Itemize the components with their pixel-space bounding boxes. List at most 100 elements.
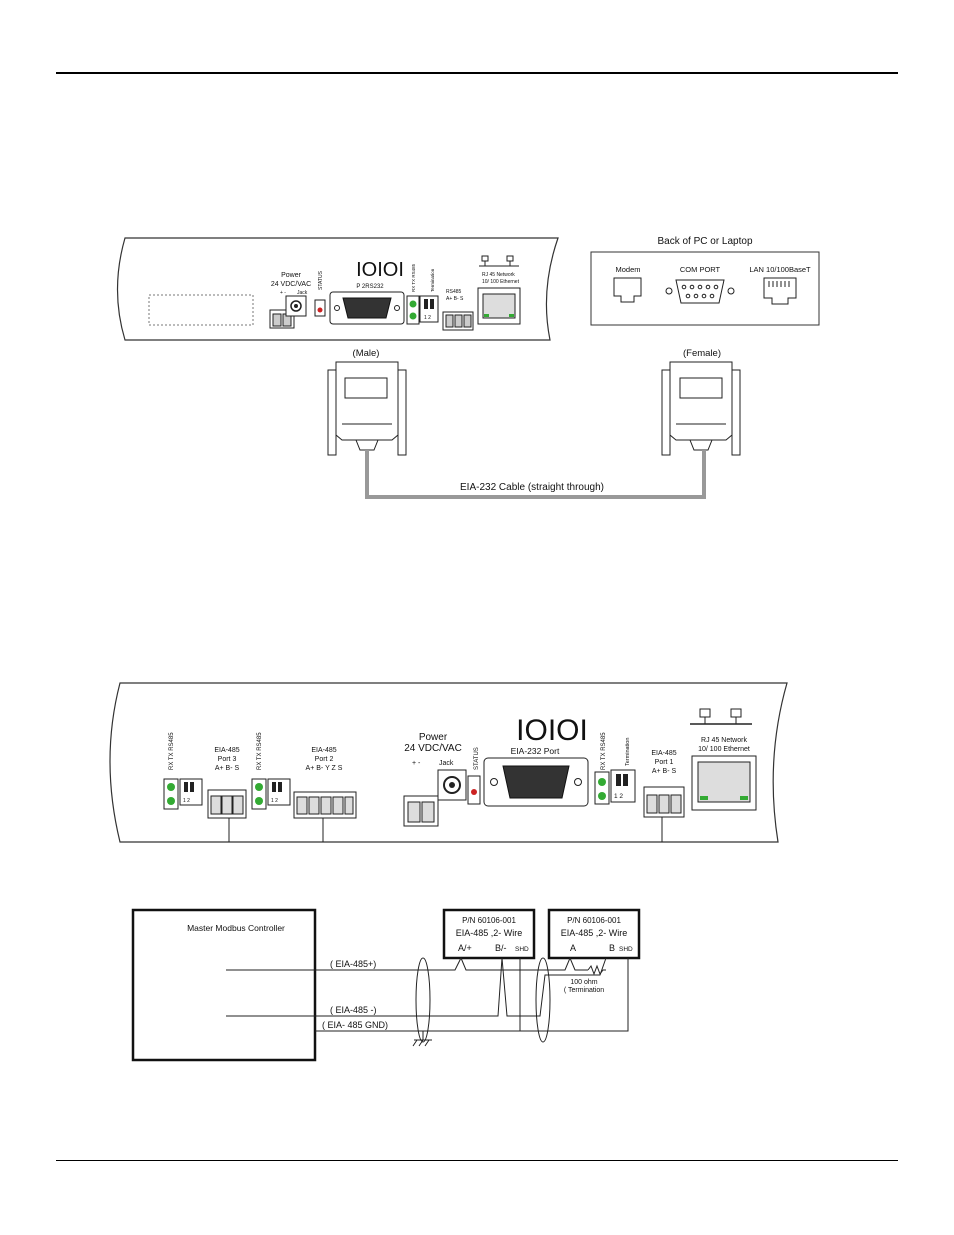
female-label: (Female)	[683, 348, 721, 359]
power-jack-pin	[294, 304, 298, 308]
network-icon-2	[690, 708, 752, 725]
node1-box	[442, 908, 536, 960]
jack-label: Jack	[297, 290, 308, 296]
port3-title: EIA-485	[214, 747, 239, 754]
status-label-2: STATUS	[474, 747, 480, 770]
power-voltage-label: 24 VDC/VAC	[271, 281, 311, 288]
rxtx-label-3: RX TX RS485	[601, 732, 607, 770]
port-logo-2: IOIOI	[516, 714, 588, 747]
power-pins-label-2: + -	[412, 760, 421, 767]
power-terminal-slot-1	[272, 313, 282, 327]
rxtx-label-2: RX TX RS485	[257, 732, 263, 770]
rj45-2-led-right	[740, 796, 748, 800]
lan-port	[763, 277, 797, 305]
rj45-led-right	[509, 314, 514, 317]
rj45-led-left	[484, 314, 489, 317]
line-plus-label: ( EIA-485+)	[330, 959, 376, 969]
diagram-modbus-wiring: Master Modbus Controller P/N 60106-001 E…	[131, 908, 641, 1062]
node2-box	[547, 908, 641, 960]
node1-terminal-shd: SHD	[515, 946, 529, 953]
female-db9-connector	[661, 361, 741, 456]
cable-label: EIA-232 Cable (straight through)	[460, 482, 604, 493]
pc-title: Back of PC or Laptop	[657, 236, 752, 247]
rx-led-3	[598, 778, 606, 786]
port2-port: Port 2	[315, 756, 334, 763]
power-voltage-label-2: 24 VDC/VAC	[404, 743, 462, 754]
port2-slot-3	[320, 796, 332, 815]
status-led-2	[471, 789, 477, 795]
modem-port	[613, 277, 642, 303]
node2-terminal-b: B	[609, 943, 615, 953]
dip-3-numbers: 1 2	[614, 793, 623, 800]
dip-toggle-2	[430, 299, 434, 309]
tx-led-1	[167, 797, 175, 805]
port2-title: EIA-485	[311, 747, 336, 754]
rj45-2-socket	[697, 761, 751, 803]
power-jack-hole	[290, 300, 302, 312]
status-label: STATUS	[318, 270, 324, 290]
rx-led-2	[255, 783, 263, 791]
port1-title: EIA-485	[651, 750, 676, 757]
bus-wires	[226, 956, 629, 1047]
network-icon	[479, 255, 519, 267]
male-db9-connector	[327, 361, 407, 456]
resistor-termination-label: ( Termination	[564, 987, 604, 994]
port1-slot-1	[646, 794, 658, 814]
node1-terminal-b: B/-	[495, 943, 507, 953]
port1-slot-3	[670, 794, 682, 814]
rxtx-label: RX TX RS485	[411, 263, 416, 292]
port3-slot-1	[210, 795, 222, 815]
device-panel-outline-2	[109, 682, 788, 843]
tx-led-2	[255, 797, 263, 805]
modem-label: Modem	[615, 265, 640, 274]
port2-pins: A+ B- Y Z S	[306, 765, 343, 772]
db9-screw-right	[394, 305, 400, 311]
node2-terminal-a: A	[570, 943, 576, 953]
dip-1-numbers: 1 2	[183, 798, 190, 804]
rs485-pins-label: A+ B- S	[446, 296, 464, 302]
port-logo: IOIOI	[356, 259, 404, 281]
resistor-value-label: 100 ohm	[570, 979, 597, 986]
master-controller-box	[131, 908, 317, 1062]
rx-led	[409, 300, 417, 308]
com-port-label: COM PORT	[680, 265, 721, 274]
dip-1-toggle-1	[184, 782, 188, 792]
rs485-slot-1	[445, 314, 454, 328]
rs485-label: RS485	[446, 289, 462, 295]
jack-label-2: Jack	[439, 760, 454, 767]
rx-led-1	[167, 783, 175, 791]
port2-slot-2	[308, 796, 320, 815]
dip-2-toggle-2	[278, 782, 282, 792]
dip-toggle-1	[424, 299, 428, 309]
rj45-label: RJ 45 Network	[482, 272, 515, 278]
rj45-2-led-left	[700, 796, 708, 800]
male-label: (Male)	[353, 348, 380, 359]
rxtx-led-housing	[406, 295, 420, 325]
dip-3-toggle-2	[623, 774, 628, 786]
diagram-rs232-connection: Power 24 VDC/VAC + - Jack STATUS IOIOI P…	[116, 236, 820, 499]
power-2-slot-1	[407, 801, 421, 823]
com-screw-right	[727, 287, 735, 295]
power-jack-2-pin	[449, 782, 455, 788]
dip-3-toggle-1	[616, 774, 621, 786]
rs485-slot-3	[463, 314, 472, 328]
lan-port-contacts	[768, 281, 790, 287]
com-port-pins	[681, 284, 719, 299]
node1-type: EIA-485 ,2- Wire	[456, 928, 523, 938]
port3-slot-3	[232, 795, 244, 815]
device-panel-outline	[116, 237, 559, 341]
com-screw-left	[665, 287, 673, 295]
master-controller-label: Master Modbus Controller	[187, 923, 285, 933]
line-gnd-label: ( EIA- 485 GND)	[322, 1020, 388, 1030]
tx-led	[409, 312, 417, 320]
port-label-2: EIA-232 Port	[511, 746, 560, 756]
ethernet-label-2: 10/ 100 Ethernet	[698, 746, 750, 753]
db9-2-screw-left	[490, 778, 498, 786]
rj45-label-2: RJ 45 Network	[701, 737, 747, 744]
line-minus-label: ( EIA-485 -)	[330, 1005, 377, 1015]
power-label: Power	[281, 272, 302, 279]
node2-terminal-shd: SHD	[619, 946, 633, 953]
port1-port: Port 1	[655, 759, 674, 766]
port3-port: Port 3	[218, 756, 237, 763]
rs485-slot-2	[454, 314, 463, 328]
